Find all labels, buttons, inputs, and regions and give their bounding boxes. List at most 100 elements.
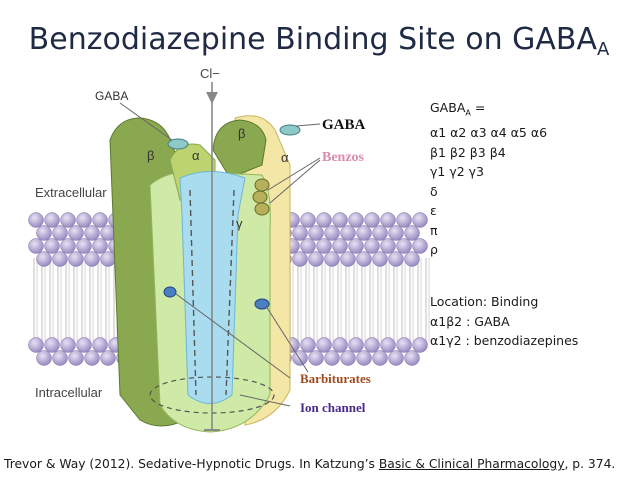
barbiturates-label: Barbiturates [300, 371, 371, 386]
lipid-head [92, 238, 108, 254]
lipid-head [28, 238, 44, 254]
lipid-head [28, 212, 44, 228]
lipid-head [388, 251, 404, 267]
composition-line: δ [430, 183, 438, 199]
lipid-head [76, 212, 92, 228]
composition-heading: GABAA = [430, 100, 486, 118]
gaba-label-left: GABA [95, 89, 128, 103]
lipid-head [324, 251, 340, 267]
lipid-head [372, 350, 388, 366]
lipid-head [300, 212, 316, 228]
lipid-head [388, 225, 404, 241]
barbiturate-binding-site-left [163, 286, 177, 298]
lipid-head [44, 212, 60, 228]
lipid-head [332, 212, 348, 228]
citation-book-title: Basic & Clinical Pharmacology [378, 457, 565, 471]
chloride-label: Cl− [200, 66, 220, 81]
citation: Trevor & Way (2012). Sedative-Hypnotic D… [4, 457, 616, 471]
lipid-head [292, 251, 308, 267]
location-heading: Location: Binding [430, 294, 539, 309]
benzo-binding-site [252, 178, 270, 216]
lipid-head [36, 225, 52, 241]
lipid-head [364, 238, 380, 254]
lipid-head [404, 225, 420, 241]
gaba-binding-site-left [167, 138, 189, 150]
gaba-receptor-diagram: Cl− GABA GABA Benzos Extracellular Intra… [28, 66, 430, 433]
location-line: α1γ2 : benzodiazepines [430, 333, 579, 348]
gamma-label: γ [236, 216, 243, 231]
lipid-head [52, 350, 68, 366]
lipid-head [340, 225, 356, 241]
location-line: α1β2 : GABA [430, 313, 510, 329]
alpha-label-right: α [281, 150, 289, 165]
lipid-head [388, 350, 404, 366]
lipid-head [332, 238, 348, 254]
lipid-head [348, 238, 364, 254]
lipid-head [412, 238, 428, 254]
gaba-label-right: GABA [322, 117, 366, 133]
lipid-head [300, 337, 316, 353]
lipid-head [340, 251, 356, 267]
lipid-head [316, 337, 332, 353]
lipid-head [60, 337, 76, 353]
lipid-head [76, 238, 92, 254]
beta-label-left: β [147, 148, 154, 163]
lipid-head [60, 212, 76, 228]
lipid-head [380, 238, 396, 254]
binding-location: Location: Binding α1β2 : GABA α1γ2 : ben… [430, 292, 578, 351]
lipid-head [396, 337, 412, 353]
lipid-head [68, 350, 84, 366]
title-text: Benzodiazepine Binding Site on GABA [28, 22, 597, 57]
lipid-head [412, 212, 428, 228]
lipid-head [92, 337, 108, 353]
lipid-head [324, 350, 340, 366]
lipid-head [316, 212, 332, 228]
lipid-head [292, 225, 308, 241]
composition-line: γ1 γ2 γ3 [430, 164, 484, 179]
lipid-head [324, 225, 340, 241]
lipid-head [364, 337, 380, 353]
lipid-head [380, 212, 396, 228]
lipid-head [412, 337, 428, 353]
title-subscript: A [597, 39, 610, 60]
lipid-head [292, 350, 308, 366]
lipid-head [356, 225, 372, 241]
lipid-head [100, 251, 116, 267]
composition-line: ρ [430, 242, 438, 257]
lipid-head [68, 225, 84, 241]
lipid-head [84, 350, 100, 366]
ion-channel-label: Ion channel [300, 400, 366, 415]
lipid-head [300, 238, 316, 254]
lipid-head [332, 337, 348, 353]
composition-line: π [430, 222, 438, 238]
lipid-head [316, 238, 332, 254]
slide-title: Benzodiazepine Binding Site on GABAA [0, 22, 638, 60]
lipid-head [356, 350, 372, 366]
lipid-head [372, 251, 388, 267]
composition-line: β1 β2 β3 β4 [430, 144, 506, 160]
lipid-head [44, 337, 60, 353]
lipid-head [60, 238, 76, 254]
lipid-head [372, 225, 388, 241]
lipid-head [76, 337, 92, 353]
extracellular-label: Extracellular [35, 185, 107, 200]
lipid-head [380, 337, 396, 353]
lipid-head [84, 251, 100, 267]
composition-line: α1 α2 α3 α4 α5 α6 [430, 125, 548, 140]
lipid-head [36, 251, 52, 267]
lipid-head [44, 238, 60, 254]
alpha-label-left: α [192, 148, 200, 163]
lipid-head [84, 225, 100, 241]
lipid-head [404, 350, 420, 366]
beta-subunit-right [212, 119, 267, 179]
lipid-head [92, 212, 108, 228]
intracellular-label: Intracellular [35, 385, 103, 400]
lipid-head [308, 225, 324, 241]
lipid-head [68, 251, 84, 267]
benzos-label: Benzos [322, 150, 365, 165]
lipid-head [52, 251, 68, 267]
lipid-head [396, 238, 412, 254]
lipid-head [36, 350, 52, 366]
lipid-head [100, 350, 116, 366]
barbiturate-binding-site-right [254, 298, 270, 310]
